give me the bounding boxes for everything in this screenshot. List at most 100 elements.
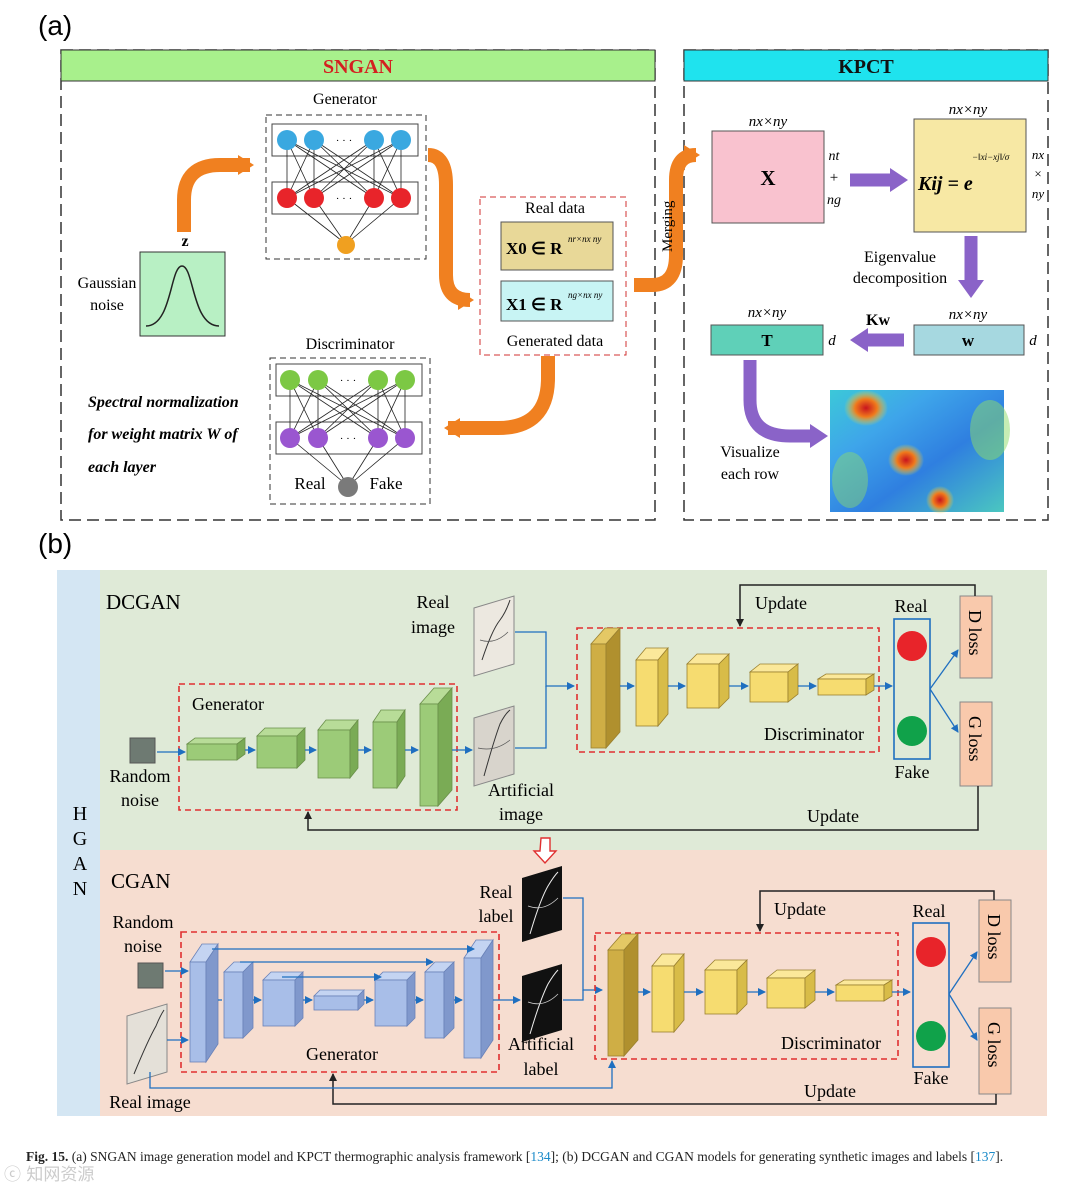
generator-to-data-arrow xyxy=(427,148,474,310)
discriminator-hidden-layer xyxy=(275,421,423,455)
dcgan-title: DCGAN xyxy=(106,590,181,614)
dcgan-d-loss-box xyxy=(959,595,993,679)
dcgan-artificial-1: Artificial xyxy=(488,780,554,800)
hgan-letter-a: A xyxy=(73,853,88,875)
discriminator-input-layer xyxy=(275,363,423,397)
eigen-label-1: Eigenvalue xyxy=(864,249,936,266)
cgan-discriminator-box xyxy=(594,932,899,1060)
dcgan-update-top-arrow xyxy=(736,584,976,627)
x0-superscript: nr×nx ny xyxy=(568,234,601,244)
hgan-letter-n: N xyxy=(73,878,87,900)
dcgan-fake-output: Fake xyxy=(895,762,930,782)
gaussian-label-1: Gaussian xyxy=(78,275,137,292)
cgan-generator-box xyxy=(180,931,500,1073)
cgan-real-node xyxy=(916,937,946,967)
w-to-t-arrow-head xyxy=(850,328,868,352)
kpct-title: KPCT xyxy=(838,56,894,78)
k-side-3: ny xyxy=(1032,186,1045,201)
dcgan-update-bottom-arrow xyxy=(304,786,979,831)
dcgan-update-bottom: Update xyxy=(807,806,859,826)
cgan-real-image-arrow xyxy=(149,1060,616,1089)
cgan-update-top: Update xyxy=(774,899,826,919)
z-label: z xyxy=(181,233,188,250)
cgan-discriminator-label: Discriminator xyxy=(781,1033,881,1053)
dcgan-generator-label: Generator xyxy=(192,694,264,714)
caption-text-2: ]; (b) DCGAN and CGAN models for generat… xyxy=(550,1149,976,1164)
dcgan-artificial-image-thumb xyxy=(473,705,515,787)
x1-box xyxy=(500,280,614,322)
caption-text-1: (a) SNGAN image generation model and KPC… xyxy=(68,1149,531,1164)
dcgan-section xyxy=(100,570,1047,850)
panel-b-label: (b) xyxy=(38,528,72,559)
cgan-noise-square xyxy=(137,962,164,989)
discriminator-input-nodes xyxy=(280,370,415,390)
w-dims: nx×ny xyxy=(949,307,988,323)
caption-text-3: ]. xyxy=(995,1149,1004,1164)
cgan-g-loss-label: G loss xyxy=(984,1022,1004,1068)
t-dims: nx×ny xyxy=(748,305,787,321)
generator-hidden-layer xyxy=(271,181,419,215)
caption-ref-2[interactable]: 137 xyxy=(975,1149,996,1164)
cgan-discriminator-blocks xyxy=(607,932,894,1058)
discriminator-box xyxy=(269,357,431,505)
cgan-artificial-1: Artificial xyxy=(508,1034,574,1054)
x0-formula: X0 ∈ R xyxy=(506,239,563,258)
discriminator-dots-1: · · · xyxy=(340,375,357,387)
dcgan-noise-square xyxy=(129,737,156,764)
dcgan-loss-arrows xyxy=(929,649,959,733)
kw-label: Kw xyxy=(866,312,890,329)
cgan-generator-arrows xyxy=(165,945,521,1044)
kpct-header xyxy=(683,49,1049,82)
cgan-d-loss-box xyxy=(978,899,1012,983)
visualize-label-2: each row xyxy=(721,466,780,483)
plus-label: + xyxy=(830,170,838,186)
x-matrix-label: X xyxy=(760,166,775,190)
dcgan-real-image-2: image xyxy=(411,617,455,637)
discriminator-dots-2: · · · xyxy=(340,433,357,445)
watermark: ⓒ 知网资源 xyxy=(4,1165,95,1185)
ng-label: ng xyxy=(827,193,841,208)
sngan-header xyxy=(60,49,656,82)
real-output-label: Real xyxy=(294,474,325,493)
x1-superscript: ng×nx ny xyxy=(568,290,602,300)
x1-formula: X1 ∈ R xyxy=(506,295,563,314)
figure-caption: Fig. 15. (a) SNGAN image generation mode… xyxy=(26,1148,1066,1166)
w-label: w xyxy=(962,331,975,350)
nt-label: nt xyxy=(829,149,841,164)
dcgan-discriminator-box xyxy=(576,627,880,753)
cgan-real-label-2: label xyxy=(479,906,514,926)
x-dims: nx×ny xyxy=(749,114,788,130)
merging-label: Merging xyxy=(660,200,676,252)
cgan-title: CGAN xyxy=(111,869,171,893)
generated-data-label: Generated data xyxy=(507,333,603,350)
discriminator-hidden-nodes xyxy=(280,428,415,448)
k-to-w-arrow-head xyxy=(958,280,984,298)
x0-box xyxy=(500,221,614,271)
generator-label: Generator xyxy=(313,91,378,108)
dcgan-random-noise-1: Random xyxy=(110,766,171,786)
spectral-text-3: each layer xyxy=(88,459,157,476)
generator-box xyxy=(265,114,427,260)
generator-dots-1: · · · xyxy=(336,135,353,147)
cgan-loss-arrows xyxy=(948,951,978,1041)
dcgan-d-loss-label: D loss xyxy=(965,610,985,656)
generator-input-nodes xyxy=(277,130,411,150)
gaussian-curve xyxy=(145,265,220,327)
caption-ref-1[interactable]: 134 xyxy=(530,1149,551,1164)
merging-arrow xyxy=(634,145,700,292)
dcgan-real-image-thumb xyxy=(473,595,515,677)
generator-input-layer xyxy=(271,123,419,157)
spectral-text-2: for weight matrix W of xyxy=(88,426,239,443)
fake-output-label: Fake xyxy=(369,474,402,493)
generator-dots-2: · · · xyxy=(336,193,353,205)
x-to-k-arrow-head xyxy=(890,168,908,192)
cgan-update-top-arrow xyxy=(756,890,995,932)
dcgan-g-loss-box xyxy=(959,701,993,787)
dcgan-generator-box xyxy=(178,683,458,811)
thermography-heatmap xyxy=(830,390,1010,514)
panel-a-label: (a) xyxy=(38,10,72,41)
dcgan-random-noise-2: noise xyxy=(121,790,159,810)
w-vector-box xyxy=(913,324,1025,356)
cgan-real-image-thumb xyxy=(126,1003,168,1085)
